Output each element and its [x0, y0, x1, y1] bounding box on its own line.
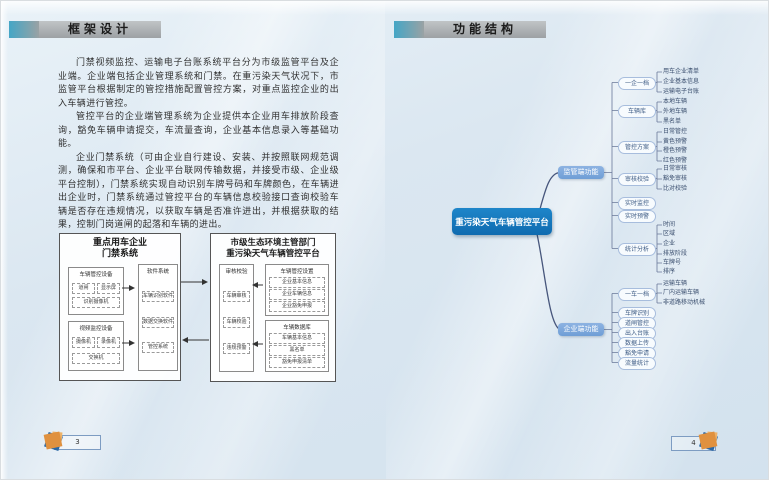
- section-titlebar: 功能结构: [394, 21, 546, 38]
- box-title-line: 门禁系统: [101, 249, 138, 259]
- page-title: 功能结构: [424, 21, 546, 38]
- group-title: 视频监控设备: [79, 326, 113, 332]
- verify-column: 审核校验 车辆审核 车辆校验 违规预警: [219, 264, 254, 372]
- group-title: 软件系统: [146, 269, 169, 275]
- document-icon: [43, 430, 65, 452]
- page-footer: 3: [43, 429, 113, 455]
- control-devices-group: 车辆管控设备 道闸 显示屏 识别摄像机: [68, 267, 124, 315]
- database-item: 车辆基本信息: [269, 333, 325, 344]
- group-title: 审核校验: [225, 269, 248, 275]
- device-item: 道闸: [72, 282, 95, 294]
- mindmap-leaf: 运输电子台账: [663, 88, 700, 95]
- mindmap-branch-enterprise: 企业端功能: [558, 323, 604, 336]
- mindmap-leaf: 排放阶段: [663, 250, 688, 257]
- page-title: 框架设计: [39, 21, 161, 38]
- box-title-line: 重点用车企业: [92, 238, 147, 248]
- box-title-line: 重污染天气车辆管控平台: [226, 249, 320, 259]
- page-3: 框架设计 门禁视频监控、运输电子台账系统平台分为市级监管平台及企业端。企业端包括…: [1, 1, 385, 479]
- mindmap-leaf: 橙色预警: [663, 147, 688, 154]
- page-number: 3: [54, 435, 101, 450]
- mindmap-leaf: 黄色预警: [663, 138, 688, 145]
- database-item: 豁免申报清单: [269, 357, 325, 368]
- group-title: 车辆数据库: [283, 325, 311, 331]
- section-titlebar: 框架设计: [9, 21, 161, 38]
- control-config-group: 车辆管控设置 企业基本信息 企业车辆信息 企业豁免申报: [265, 264, 329, 316]
- body-paragraph: 企业门禁系统（可由企业自行建设、安装、并按照联网规范调测，确保和市平台、企业平台…: [58, 152, 339, 231]
- mindmap-leaf: 厂内运输车辆: [663, 289, 700, 296]
- mindmap-leaf: 用车企业清单: [663, 68, 700, 75]
- mindmap-connectors: [536, 71, 662, 363]
- body-paragraph: 门禁视频监控、运输电子台账系统平台分为市级监管平台及企业端。企业端包括企业管理系…: [58, 58, 339, 109]
- mindmap-leaf: 豁免审核: [663, 175, 688, 182]
- mindmap-center-node: 重污染天气车辆管控平台: [452, 208, 552, 235]
- mindmap-group-node: 流量统计: [618, 357, 656, 370]
- page-4: 功能结构 重污染天气车辆管控平台 监管端功能 企业端功能 一企一档 车辆库 管控…: [386, 1, 768, 479]
- software-item: 数据交换软件: [142, 316, 174, 328]
- mindmap-leaf: 企业基本信息: [663, 78, 700, 85]
- body-text: 门禁视频监控、运输电子台账系统平台分为市级监管平台及企业端。企业端包括企业管理系…: [58, 57, 339, 233]
- mindmap-leaf: 比对校验: [663, 185, 688, 192]
- vehicle-database-group: 车辆数据库 车辆基本信息 黑名单 豁免申报清单: [265, 320, 329, 372]
- mindmap-leaf: 排序: [663, 268, 676, 275]
- title-accent-bar: [394, 21, 424, 38]
- config-item: 企业豁免申报: [269, 301, 325, 312]
- mindmap-leaf: 运输车辆: [663, 280, 688, 287]
- config-item: 企业基本信息: [269, 277, 325, 288]
- device-item: 录像机: [97, 337, 120, 349]
- mindmap-group-node: 审核校验: [618, 173, 656, 186]
- mindmap-group-node: 实时监控: [618, 197, 656, 210]
- mindmap-group-node: 一车一档: [618, 288, 656, 301]
- software-item: 车辆识别软件: [142, 290, 174, 302]
- mindmap-group-node: 统计分析: [618, 243, 656, 256]
- body-paragraph: 管控平台的企业端管理系统为企业提供本企业用车排放阶段查询，豁免车辆申请提交，车流…: [58, 112, 339, 149]
- mindmap-branch-supervision: 监管端功能: [558, 166, 604, 179]
- software-item: 管控系统: [142, 342, 174, 354]
- mindmap-leaf: 区域: [663, 230, 676, 237]
- mindmap-leaf: 红色预警: [663, 157, 688, 164]
- software-system-column: 软件系统 车辆识别软件 数据交换软件 管控系统: [138, 264, 178, 371]
- group-title: 车辆管控设置: [280, 269, 314, 275]
- mindmap-leaf: 企业: [663, 240, 676, 247]
- mindmap-group-node: 实时预警: [618, 210, 656, 223]
- enterprise-gate-box: 重点用车企业 门禁系统 车辆管控设备 道闸 显示屏 识别摄像机 视频监控设备 摄…: [59, 233, 181, 381]
- device-item: 交换机: [72, 352, 120, 364]
- mindmap-group-node: 车辆库: [618, 105, 656, 118]
- group-title: 车辆管控设备: [79, 272, 113, 278]
- mindmap-group-node: 管控方案: [618, 141, 656, 154]
- device-item: 识别摄像机: [72, 297, 120, 309]
- mindmap-leaf: 车牌号: [663, 259, 682, 266]
- background-streaks: [386, 1, 768, 479]
- mindmap-leaf: 黑名单: [663, 118, 682, 125]
- mindmap-leaf: 本地车辆: [663, 98, 688, 105]
- box-title-line: 市级生态环境主管部门: [230, 238, 316, 248]
- config-item: 企业车辆信息: [269, 289, 325, 300]
- verify-item: 违规预警: [223, 343, 250, 354]
- mindmap-leaf: 日常管控: [663, 128, 688, 135]
- document-icon: [698, 430, 720, 452]
- city-platform-box: 市级生态环境主管部门 重污染天气车辆管控平台 审核校验 车辆审核 车辆校验 违规…: [210, 233, 336, 382]
- title-accent-bar: [9, 21, 39, 38]
- mindmap-leaf: 时间: [663, 221, 676, 228]
- mindmap-leaf: 外地车辆: [663, 108, 688, 115]
- mindmap-leaf: 日常审核: [663, 165, 688, 172]
- database-item: 黑名单: [269, 345, 325, 356]
- mindmap-group-node: 一企一档: [618, 77, 656, 90]
- verify-item: 车辆审核: [223, 291, 250, 302]
- video-devices-group: 视频监控设备 摄像机 录像机 交换机: [68, 321, 124, 371]
- device-item: 显示屏: [97, 282, 120, 294]
- page-footer: 4: [666, 429, 736, 455]
- verify-item: 车辆校验: [223, 317, 250, 328]
- device-item: 摄像机: [72, 337, 95, 349]
- mindmap-leaf: 非道路移动机械: [663, 299, 706, 306]
